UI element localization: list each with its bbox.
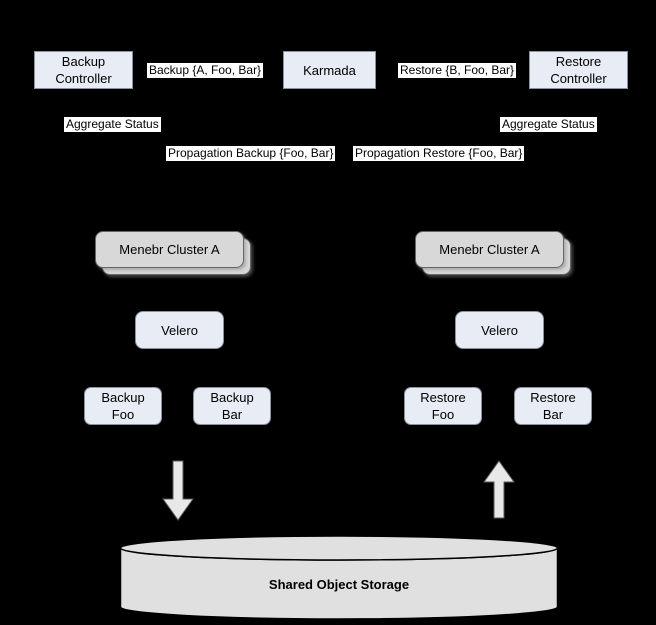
node-restore-controller-label: Restore Controller: [550, 54, 607, 86]
node-backup-controller: Backup Controller: [34, 51, 133, 89]
up-arrow-icon: [483, 460, 515, 519]
node-backup-foo: Backup Foo: [84, 387, 162, 425]
edge-label-propagation-restore: Propagation Restore {Foo, Bar}: [353, 146, 525, 161]
node-karmada-label: Karmada: [303, 62, 356, 78]
node-backup-bar: Backup Bar: [193, 387, 271, 425]
node-member-cluster-right-label: Menebr Cluster A: [439, 242, 540, 257]
node-restore-bar-label: Restore Bar: [530, 390, 576, 422]
node-member-cluster-left-label: Menebr Cluster A: [119, 242, 220, 257]
node-member-cluster-left: Menebr Cluster A: [95, 231, 244, 268]
node-backup-controller-label: Backup Controller: [55, 54, 112, 86]
node-velero-left-label: Velero: [161, 322, 198, 338]
node-shared-object-storage-label: Shared Object Storage: [268, 577, 410, 592]
edge-label-backup-request: Backup {A, Foo, Bar}: [147, 63, 264, 78]
edge-label-aggregate-status-right: Aggregate Status: [500, 117, 597, 132]
edge-label-aggregate-status-left: Aggregate Status: [64, 117, 161, 132]
node-restore-foo: Restore Foo: [404, 387, 482, 425]
node-velero-right: Velero: [455, 311, 544, 349]
node-backup-foo-label: Backup Foo: [101, 390, 145, 422]
node-backup-bar-label: Backup Bar: [210, 390, 254, 422]
edge-label-propagation-backup: Propagation Backup {Foo, Bar}: [166, 146, 336, 161]
edge-label-restore-request: Restore {B, Foo, Bar}: [398, 63, 517, 78]
storage-cylinder: [119, 535, 559, 620]
node-karmada: Karmada: [283, 51, 376, 89]
node-member-cluster-right: Menebr Cluster A: [415, 231, 564, 268]
node-restore-bar: Restore Bar: [514, 387, 592, 425]
node-velero-right-label: Velero: [481, 322, 518, 338]
node-restore-controller: Restore Controller: [529, 51, 628, 89]
node-restore-foo-label: Restore Foo: [420, 390, 466, 422]
node-velero-left: Velero: [135, 311, 224, 349]
down-arrow-icon: [162, 460, 194, 521]
